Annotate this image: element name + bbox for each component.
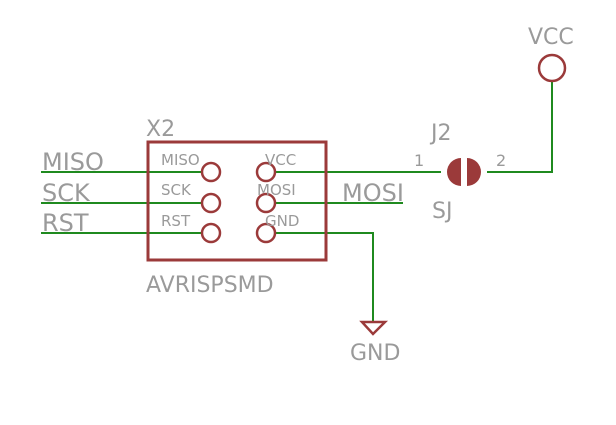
pin-sck-circle — [200, 192, 222, 214]
jumper-pin2-label: 2 — [496, 151, 506, 170]
header-value: AVRISPSMD — [146, 273, 274, 298]
pin-rst-circle — [200, 222, 222, 244]
ground-icon — [359, 320, 389, 336]
vcc-supply-label: VCC — [528, 25, 574, 50]
solder-jumper — [447, 158, 481, 186]
pin-label-rst: RST — [161, 212, 191, 230]
pin-label-gnd: GND — [265, 212, 299, 230]
net-label-rst: RST — [42, 209, 89, 237]
gnd-supply-label: GND — [350, 341, 400, 366]
net-label-miso: MISO — [42, 148, 104, 176]
vcc-supply-icon — [537, 53, 567, 83]
vcc-net-wire — [487, 81, 553, 173]
header-pin-circles — [200, 161, 277, 244]
header-body — [146, 140, 328, 262]
wires — [41, 81, 553, 323]
pin-mosi-circle — [255, 192, 277, 214]
pin-label-miso: MISO — [161, 151, 200, 169]
pin-miso-circle — [200, 161, 222, 183]
pin-gnd-circle — [255, 222, 277, 244]
net-label-mosi: MOSI — [342, 179, 404, 207]
gnd-net-wire — [271, 232, 374, 323]
jumper-designator: J2 — [429, 121, 452, 146]
jumper-right-pad — [467, 158, 481, 186]
pin-label-mosi: MOSI — [257, 181, 296, 199]
jumper-pin1-label: 1 — [414, 151, 424, 170]
net-label-sck: SCK — [42, 179, 91, 207]
pin-label-sck: SCK — [161, 181, 192, 199]
jumper-left-pad — [447, 158, 461, 186]
pin-vcc-circle — [255, 161, 277, 183]
jumper-value: SJ — [432, 199, 452, 224]
header-designator: X2 — [146, 117, 175, 142]
pin-label-vcc: VCC — [265, 151, 296, 169]
